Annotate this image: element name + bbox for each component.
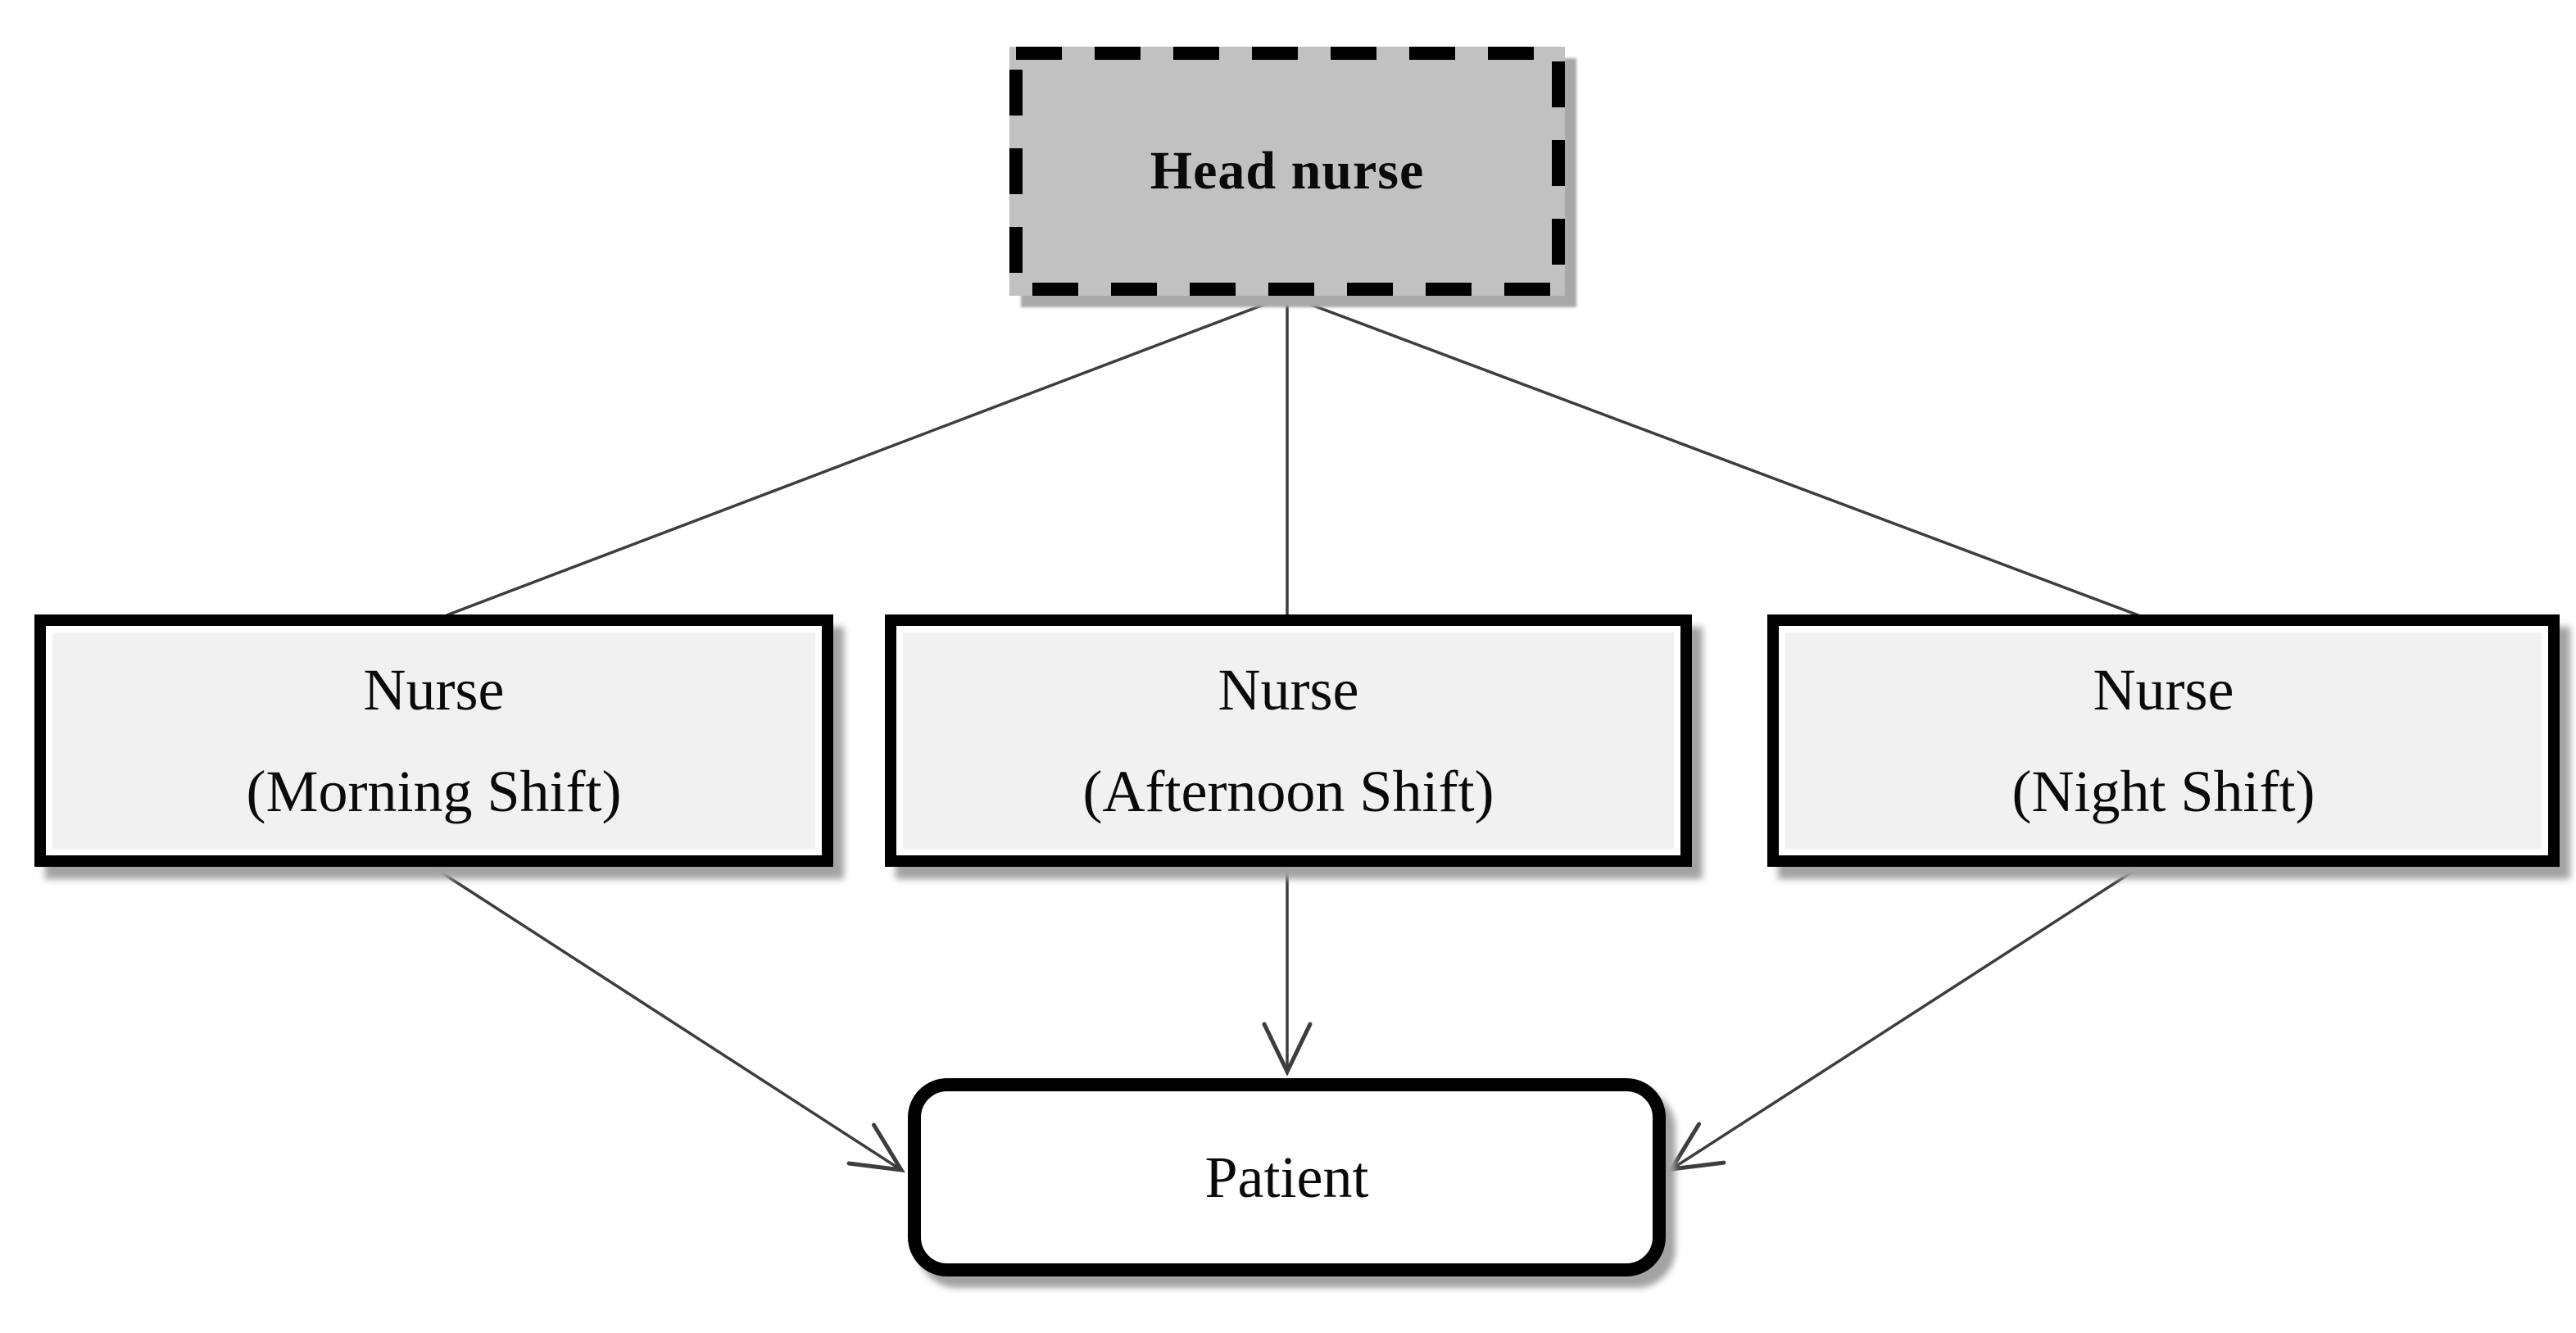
edge-night-to-patient bbox=[1667, 865, 2141, 1172]
nurse-afternoon-shift: (Afternoon Shift) bbox=[1082, 759, 1494, 824]
head-nurse-dashed-border bbox=[1009, 47, 1565, 296]
head-nurse-label: Head nurse bbox=[1150, 141, 1425, 201]
nurse-night-shift: (Night Shift) bbox=[2011, 759, 2315, 824]
node-patient: Patient bbox=[908, 1078, 1666, 1276]
node-nurse-morning: Nurse (Morning Shift) bbox=[34, 614, 833, 867]
edge-head-to-night bbox=[1286, 294, 2139, 617]
node-nurse-afternoon: Nurse (Afternoon Shift) bbox=[885, 614, 1692, 867]
nurse-night-title: Nurse bbox=[2093, 657, 2234, 723]
nurse-morning-title: Nurse bbox=[363, 657, 505, 723]
patient-label: Patient bbox=[1204, 1144, 1369, 1210]
node-head-nurse: Head nurse bbox=[1009, 47, 1565, 296]
node-nurse-night: Nurse (Night Shift) bbox=[1767, 614, 2560, 867]
nurse-afternoon-title: Nurse bbox=[1218, 657, 1359, 723]
edge-morning-to-patient bbox=[432, 865, 905, 1173]
nurse-morning-shift: (Morning Shift) bbox=[246, 759, 622, 824]
edge-head-to-morning bbox=[446, 294, 1288, 617]
